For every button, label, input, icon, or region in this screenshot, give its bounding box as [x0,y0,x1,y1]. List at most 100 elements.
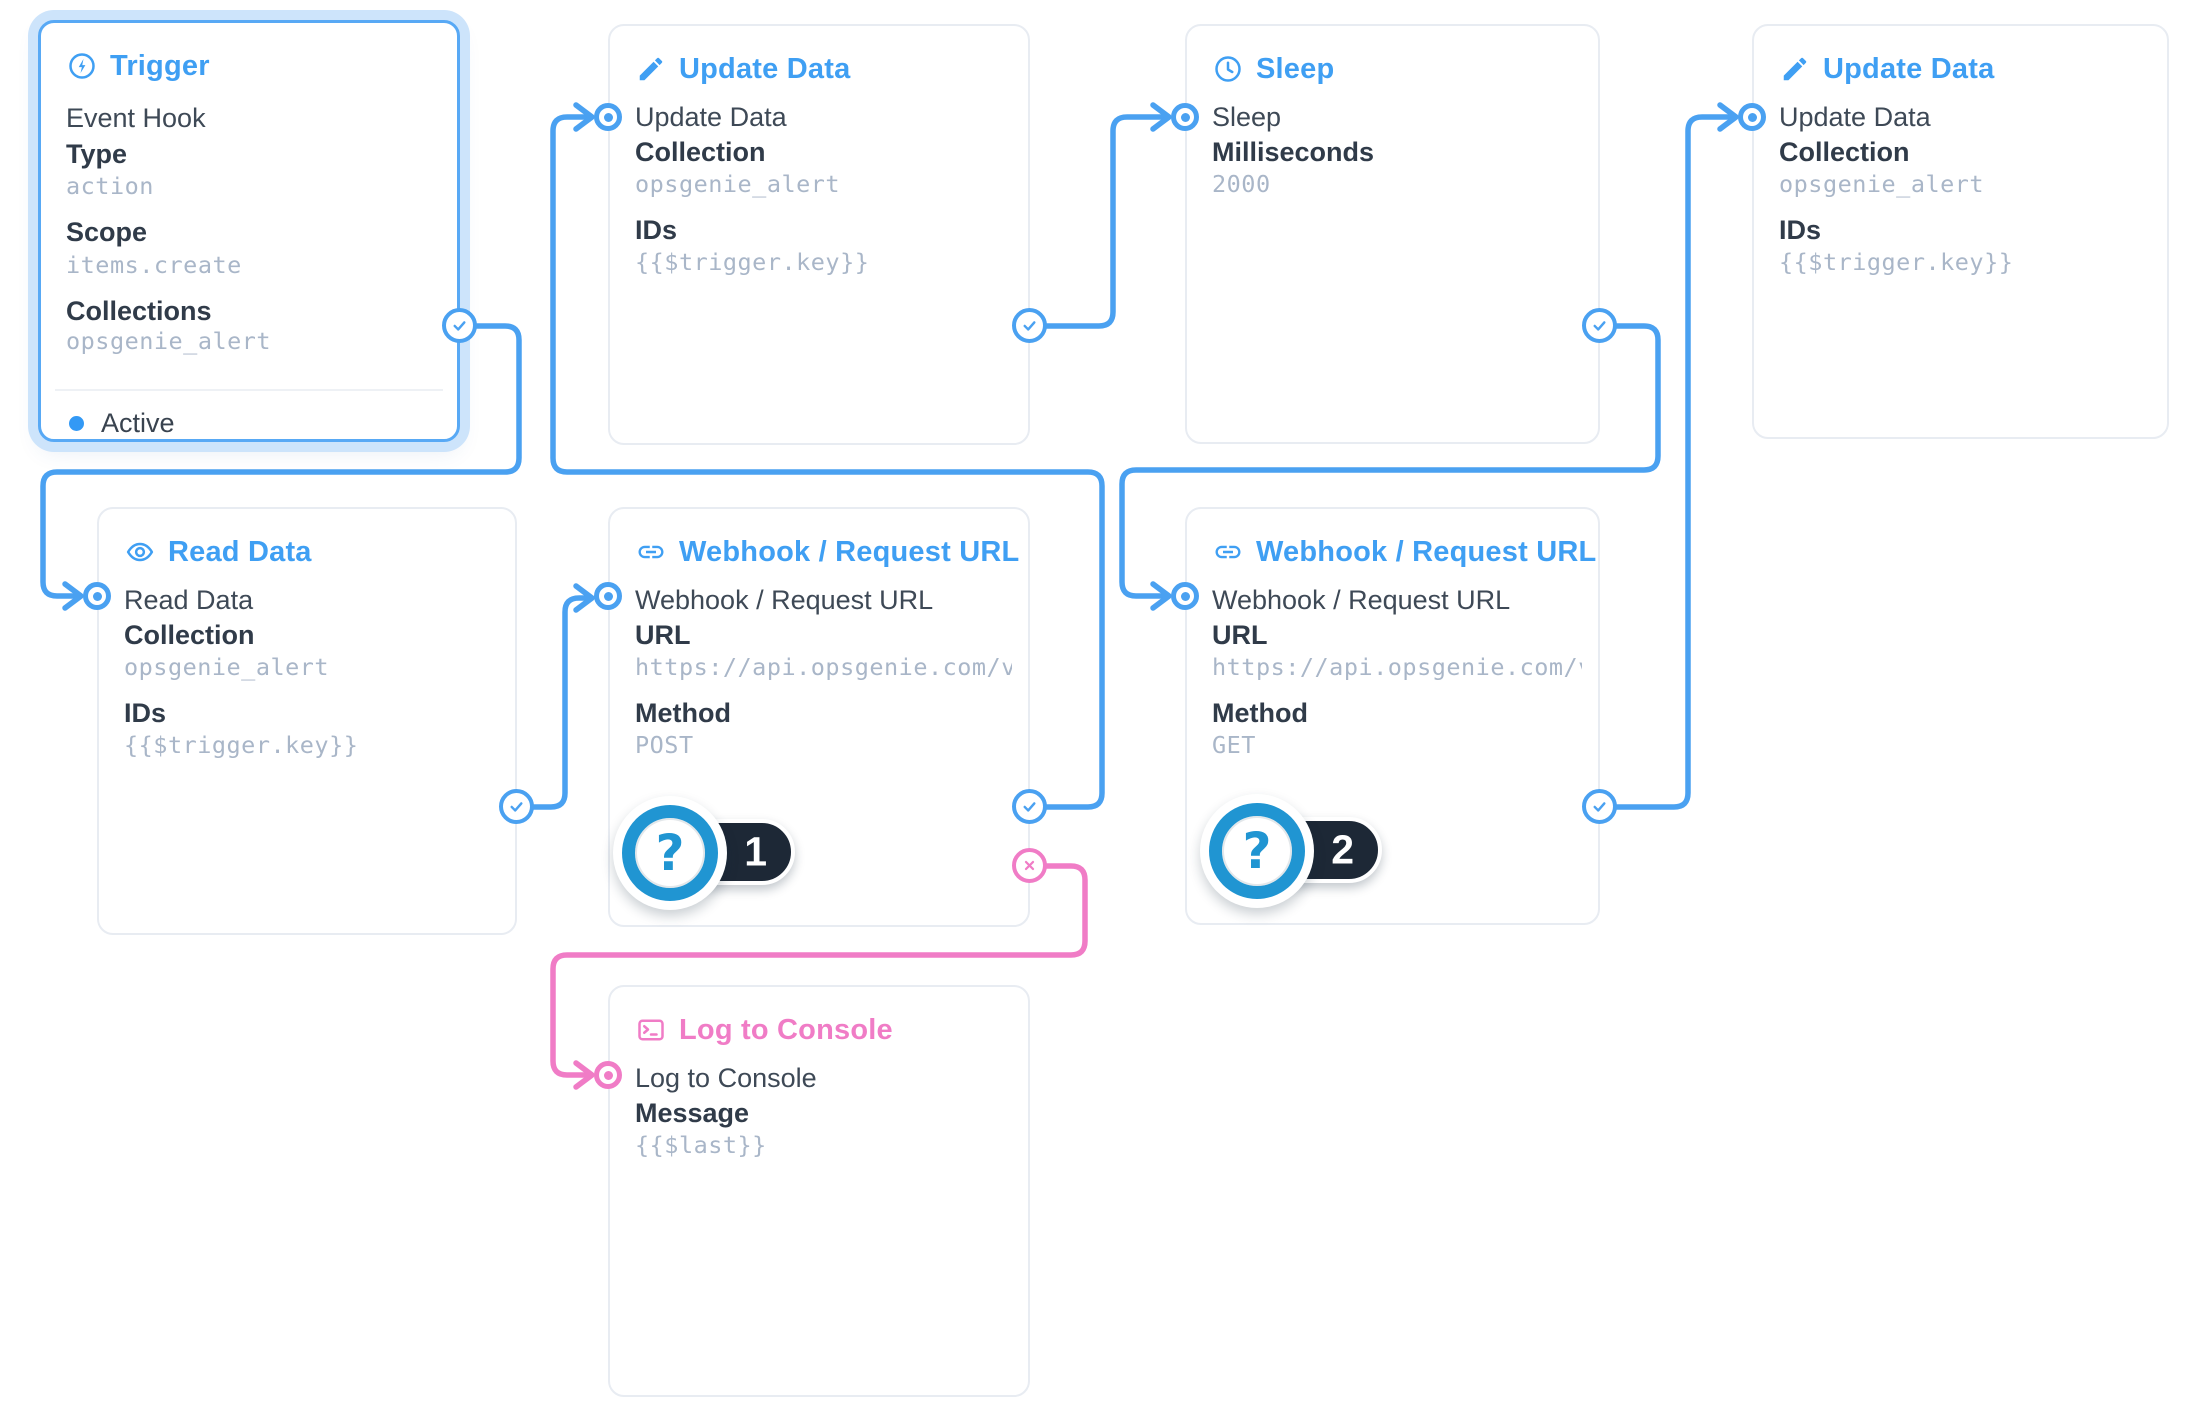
field-value: POST [635,731,694,759]
node-name: Sleep [1212,102,1282,132]
link-icon [1215,545,1241,559]
field-value: opsgenie_alert [124,653,330,681]
input-port-update2[interactable] [1738,103,1766,131]
node-card-update-data-1[interactable]: Update Data Update Data Collection opsge… [608,24,1030,445]
field-label: URL [1212,620,1268,650]
bolt-circle-icon [69,53,95,79]
input-port-update1[interactable] [594,103,622,131]
input-port-webhook2[interactable] [1171,582,1199,610]
run-count: 2 [1331,826,1354,873]
node-title: Update Data [1823,52,1995,85]
resolve-port-read[interactable] [499,789,534,824]
arrowhead-read-input [62,581,84,611]
node-title: Webhook / Request URL [679,535,1020,568]
node-name: Webhook / Request URL [1212,585,1511,615]
check-icon [453,321,466,331]
input-port-read[interactable] [83,582,111,610]
connection-trigger-to-read [40,323,522,599]
field-value: opsgenie_alert [66,327,272,355]
field-label: Collection [635,137,766,167]
field-label: IDs [1779,215,1822,245]
node-name: Update Data [1779,102,1931,132]
node-card-sleep[interactable]: Sleep Sleep Milliseconds 2000 [1185,24,1600,444]
arrowhead-webhook1-input [573,583,595,613]
resolve-port-webhook2[interactable] [1582,789,1617,824]
field-value: {{$trigger.key}} [1779,248,2014,276]
field-value: items.create [66,251,242,279]
field-value: 2000 [1212,170,1271,198]
trigger-title-row: Trigger [67,49,210,83]
resolve-port-webhook1[interactable] [1012,789,1047,824]
field-label: Type [66,139,128,169]
title-row: Update Data [636,52,850,86]
input-port-sleep[interactable] [1171,103,1199,131]
node-name: Update Data [635,102,787,132]
node-title: Sleep [1256,52,1335,85]
unknown-status-button[interactable]: ? [613,796,727,910]
question-mark-icon: ? [655,824,685,882]
field-value: action [66,172,154,200]
x-icon [1024,860,1035,871]
title-row: Sleep [1213,52,1334,86]
title-row: Log to Console [636,1013,893,1047]
node-title: Read Data [168,535,312,568]
field-label: Collection [1779,137,1910,167]
unknown-status-button[interactable]: ? [1200,794,1314,908]
connection-sleep-to-webhook2 [1119,323,1661,599]
node-name: Read Data [124,585,254,615]
connection-update1-to-sleep [1027,114,1168,329]
check-icon [1593,321,1606,331]
input-port-log[interactable] [594,1061,622,1089]
pencil-icon [1783,57,1807,81]
title-row: Update Data [1780,52,1994,86]
field-label: Collection [124,620,255,650]
resolve-port-sleep[interactable] [1582,308,1617,343]
title-row: Webhook / Request URL [1213,535,1596,569]
connection-webhook2-to-update2 [1597,114,1735,810]
check-icon [1593,802,1606,812]
status-label: Active [101,407,175,438]
resolve-port-trigger[interactable] [442,308,477,343]
node-title: Trigger [110,49,210,82]
check-icon [1023,321,1036,331]
field-value: opsgenie_alert [1779,170,1985,198]
field-label: Method [1212,698,1308,728]
connection-read-to-webhook1 [514,595,591,810]
pencil-icon [639,57,663,81]
field-value: https://api.opsgenie.com/v… [635,653,1012,681]
clock-icon [1215,56,1241,82]
status-row: Active [69,406,175,440]
connection-webhook1-to-update1 [550,114,1105,810]
field-label: Scope [66,217,148,247]
node-name: Webhook / Request URL [635,585,934,615]
reject-port-webhook1[interactable] [1012,848,1047,883]
title-row: Webhook / Request URL [636,535,1019,569]
node-card-update-data-2[interactable]: Update Data Update Data Collection opsge… [1752,24,2169,439]
resolve-port-update1[interactable] [1012,308,1047,343]
field-label: Collections [66,296,212,326]
node-title: Update Data [679,52,851,85]
node-card-read-data[interactable]: Read Data Read Data Collection opsgenie_… [97,507,517,935]
node-card-log-to-console[interactable]: Log to Console Log to Console Message {{… [608,985,1030,1397]
check-icon [510,802,523,812]
input-port-webhook1[interactable] [594,582,622,610]
arrowhead-update1-input [573,102,595,132]
node-name: Log to Console [635,1063,817,1093]
node-title: Log to Console [679,1013,893,1046]
title-row: Read Data [125,535,312,569]
active-status-dot [69,415,84,431]
field-label: IDs [124,698,167,728]
question-mark-icon: ? [1242,822,1272,880]
field-label: Method [635,698,731,728]
field-value: opsgenie_alert [635,170,841,198]
run-count: 1 [744,828,767,875]
connection-webhook1-reject-to-log [550,863,1088,1078]
trigger-type-name: Event Hook [66,103,206,133]
field-value: https://api.opsgenie.com/v… [1212,653,1582,681]
field-label: IDs [635,215,678,245]
arrowhead-update2-input [1717,102,1739,132]
field-label: URL [635,620,691,650]
node-card-trigger[interactable]: Trigger Event Hook Type action Scope ite… [38,20,460,442]
